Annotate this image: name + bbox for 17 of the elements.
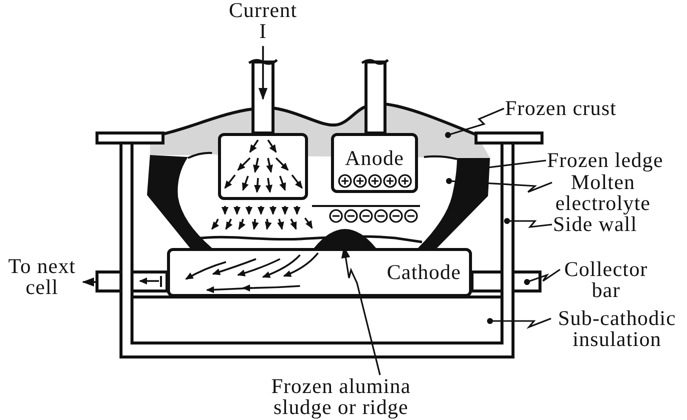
part-label: Frozen ledge xyxy=(547,150,664,171)
part-label: Molten electrolyte xyxy=(553,172,653,214)
part-label: Side wall xyxy=(553,214,638,235)
block-label: Anode xyxy=(345,148,404,168)
part-label: Frozen alumina sludge or ridge xyxy=(265,376,417,418)
annotation-label: Current I xyxy=(228,0,298,42)
leader-line xyxy=(446,178,552,193)
annotation-label: To next cell xyxy=(7,256,77,298)
anode-block xyxy=(218,133,308,200)
leader-line xyxy=(504,218,552,228)
part-label: Frozen crust xyxy=(505,98,617,119)
anode-block xyxy=(331,133,418,193)
leader-line xyxy=(487,318,552,329)
part-label: Collector bar xyxy=(561,259,651,301)
part-label: Sub-cathodic insulation xyxy=(552,308,682,350)
ridge-mound xyxy=(314,229,376,248)
leader-line xyxy=(445,108,504,138)
